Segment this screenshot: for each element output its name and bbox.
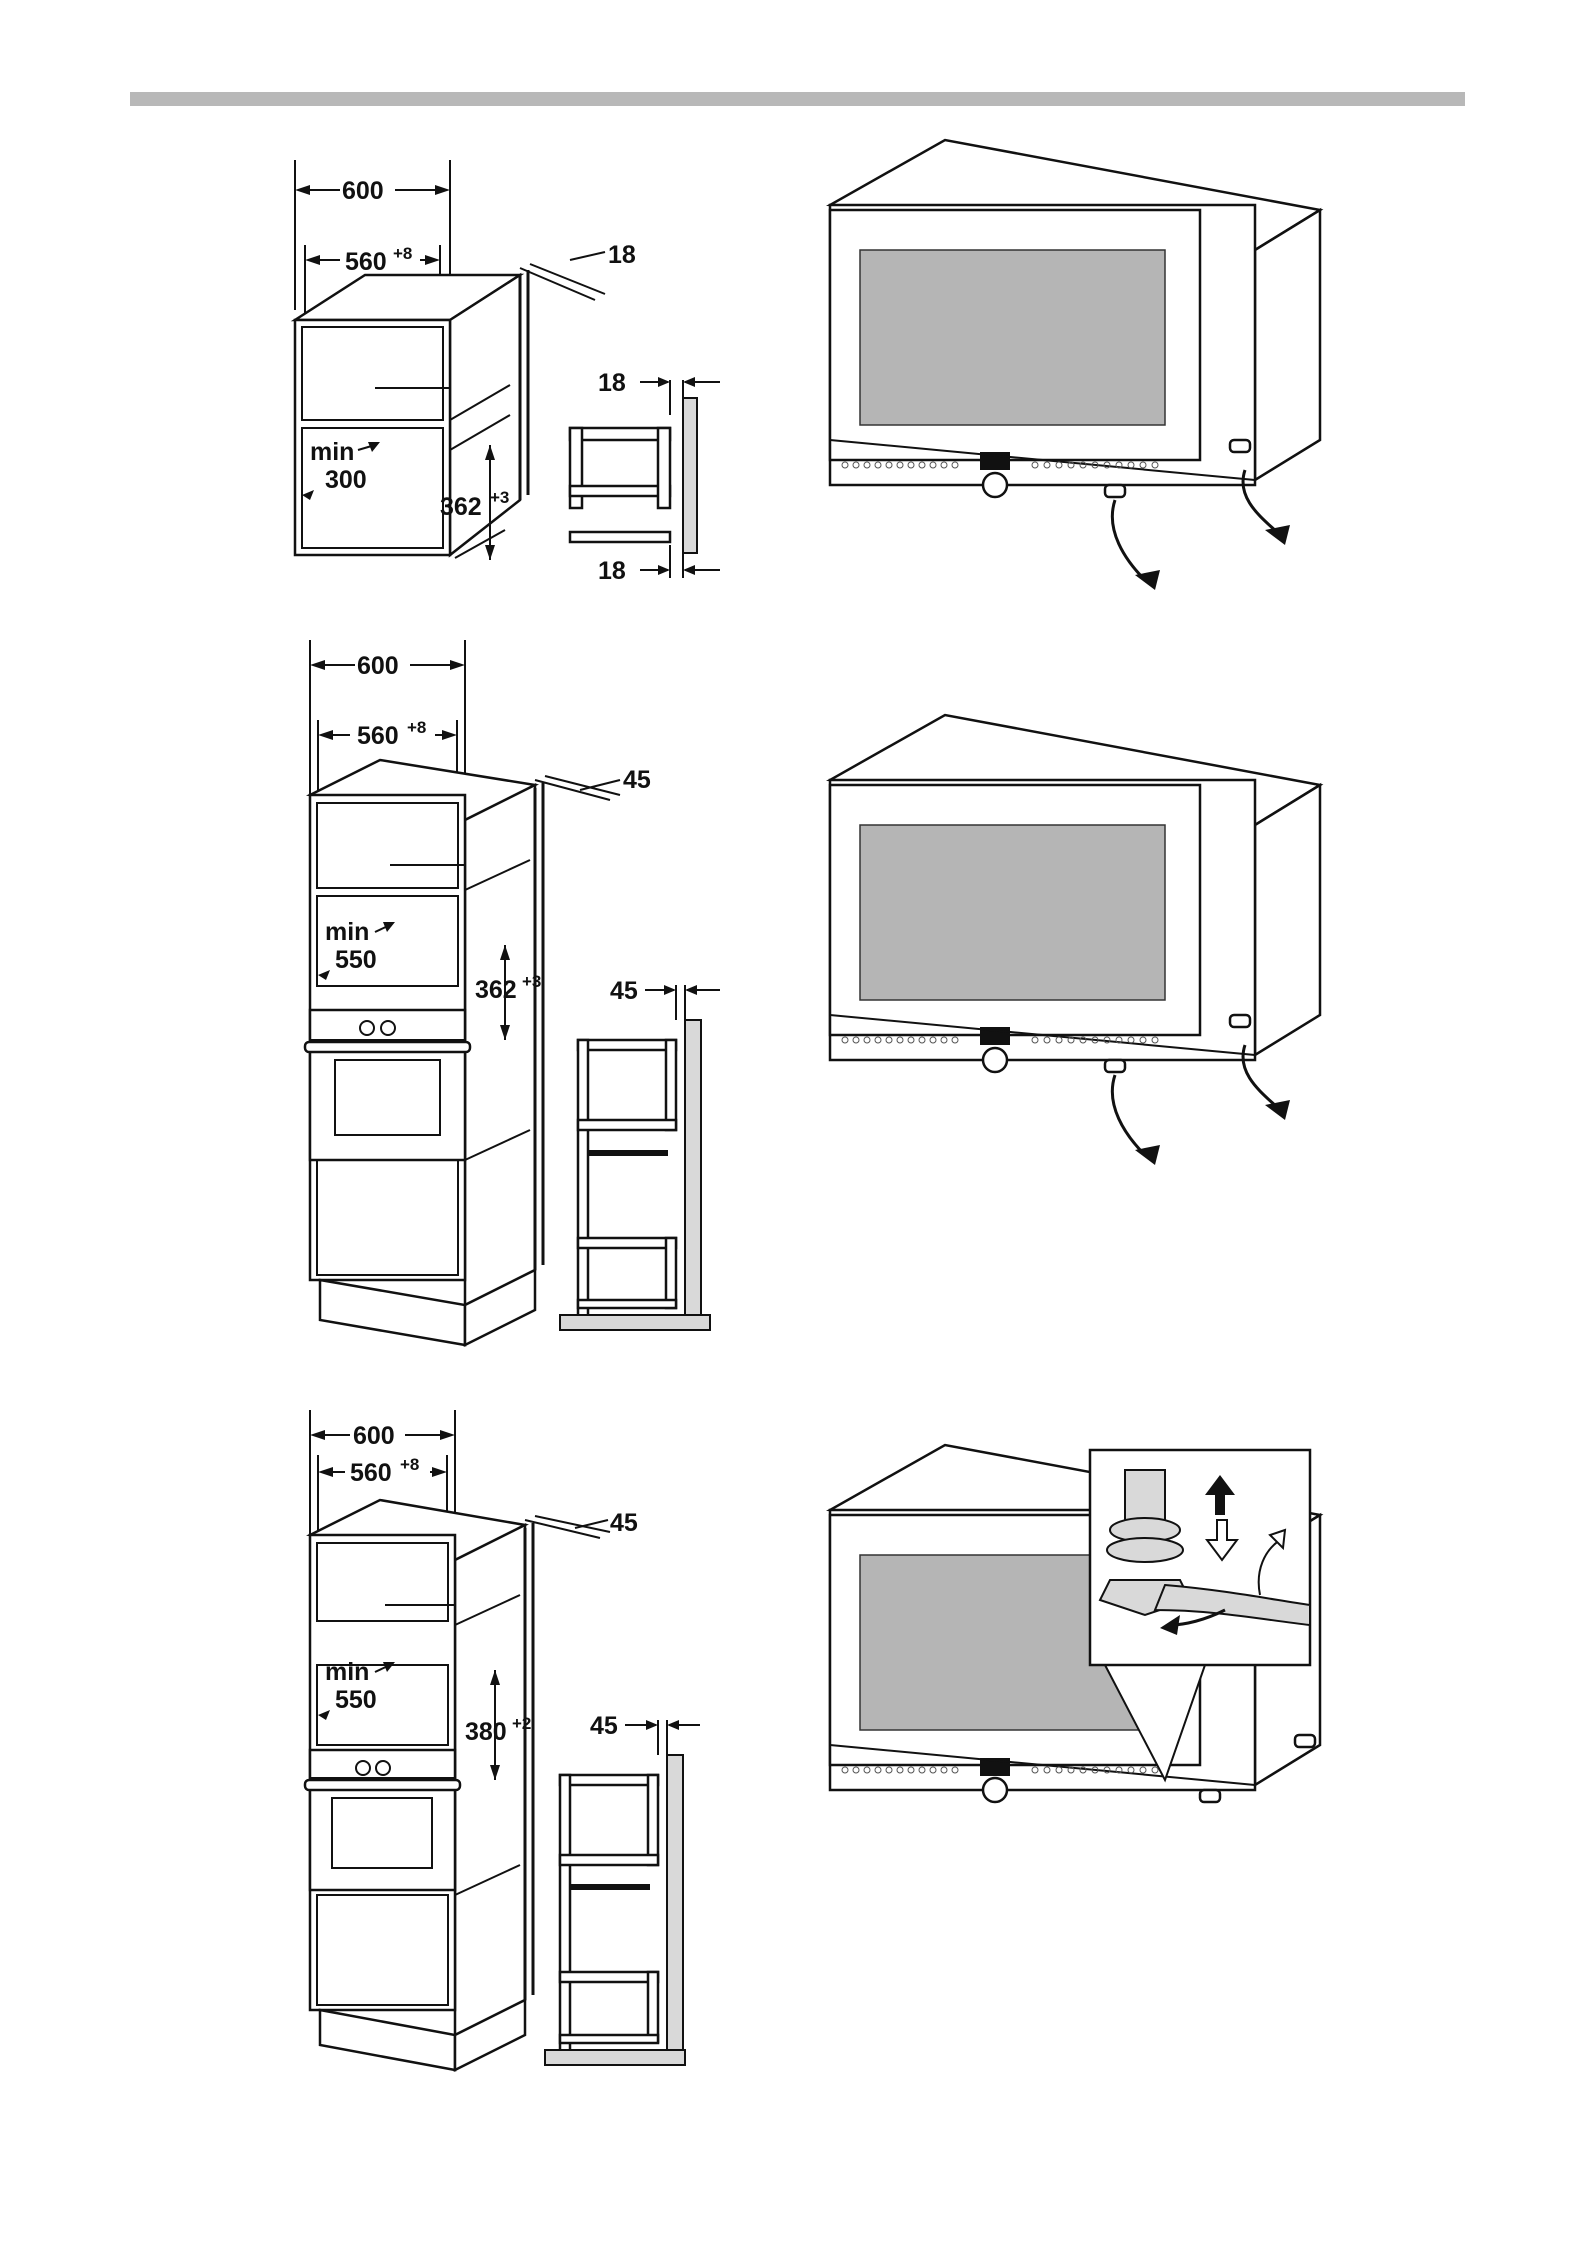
min-label: min <box>310 438 354 466</box>
depth-label: 45 <box>610 1509 638 1537</box>
depth-label: 45 <box>623 766 651 794</box>
height-label: 362 <box>475 976 517 1004</box>
min-label: min <box>325 1658 369 1686</box>
min-depth-label: 550 <box>335 1686 377 1714</box>
height-tol: +3 <box>522 972 541 991</box>
depth-dimension: 45 <box>535 766 651 800</box>
oven-illustration-1 <box>825 140 1365 640</box>
wall-cabinet <box>295 270 528 555</box>
side-label: 45 <box>610 977 638 1005</box>
height-label: 380 <box>465 1718 507 1746</box>
niche-diagram-1: 600 560 +8 18 min 300 <box>280 160 750 600</box>
niche-diagram-2: 600 560 +8 45 min 55 <box>290 640 750 1360</box>
niche-diagram-3: 600 560 +8 45 min 55 <box>290 1410 750 2080</box>
side-section: 45 <box>545 1712 700 2065</box>
height-label: 362 <box>440 493 482 521</box>
oven-illustration-3 <box>825 1440 1365 1920</box>
depth-dimension: 45 <box>525 1509 638 1538</box>
width-label: 600 <box>353 1422 395 1450</box>
depth-dimension: 18 <box>520 241 636 300</box>
side-section: 18 18 <box>570 369 720 585</box>
inner-width-label: 560 <box>345 248 387 276</box>
built-in-oven <box>305 1750 460 1890</box>
rotate-arrow-icon <box>1112 1045 1290 1165</box>
min-label: min <box>325 918 369 946</box>
side-section: 45 <box>560 977 720 1330</box>
height-tol: +3 <box>490 488 509 507</box>
height-tol: +2 <box>512 1714 531 1733</box>
inner-width-label: 560 <box>357 722 399 750</box>
inner-width-label: 560 <box>350 1459 392 1487</box>
side-label: 45 <box>590 1712 618 1740</box>
width-label: 600 <box>357 652 399 680</box>
side-bottom-label: 18 <box>598 557 626 585</box>
inner-width-tol: +8 <box>393 244 412 263</box>
header-bar <box>130 92 1465 106</box>
depth-label: 18 <box>608 241 636 269</box>
min-depth-label: 300 <box>325 466 367 494</box>
side-top-label: 18 <box>598 369 626 397</box>
built-in-oven <box>305 1010 470 1160</box>
oven-illustration-2 <box>825 715 1365 1215</box>
inner-width-tol: +8 <box>407 718 426 737</box>
min-depth-label: 550 <box>335 946 377 974</box>
rotate-arrow-icon <box>1112 470 1290 590</box>
width-label: 600 <box>342 177 384 205</box>
inner-width-tol: +8 <box>400 1455 419 1474</box>
